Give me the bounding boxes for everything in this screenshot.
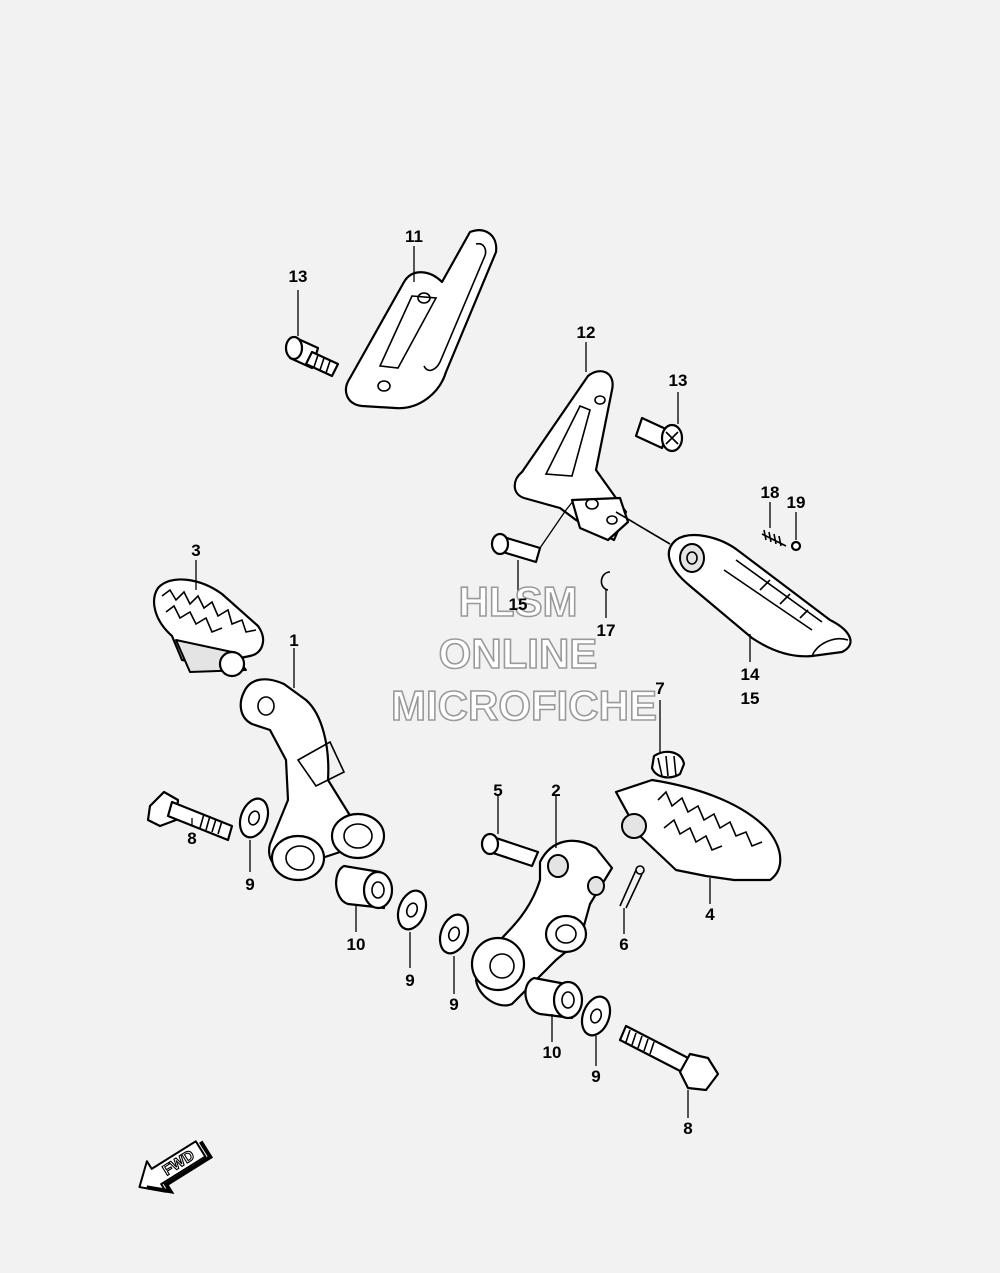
callout-10-left: 10 — [347, 935, 366, 954]
leader-lines — [191, 246, 797, 1118]
watermark: HLSM ONLINE MICROFICHE — [390, 577, 658, 730]
callout-10-right: 10 — [543, 1043, 562, 1062]
watermark-line-3: MICROFICHE — [391, 682, 657, 729]
bolt-13-upper — [284, 335, 340, 378]
spring-18 — [761, 529, 787, 547]
callout-9-mid: 9 — [405, 971, 414, 990]
callout-14: 14 — [741, 665, 760, 684]
bolt-13-right — [634, 416, 684, 453]
callout-5: 5 — [493, 781, 502, 800]
callout-1: 1 — [289, 631, 298, 650]
callout-13-right: 13 — [669, 371, 688, 390]
callout-16: 15 — [509, 595, 528, 614]
callout-12: 12 — [577, 323, 596, 342]
bolt-8-right — [618, 1024, 720, 1092]
pin-16 — [490, 532, 542, 564]
footrest-bracket-left — [239, 678, 386, 882]
washer-9-center — [438, 913, 470, 955]
footrest-bracket-lower-right — [470, 839, 614, 1007]
callout-15: 15 — [741, 689, 760, 708]
callout-9-center: 9 — [449, 995, 458, 1014]
footpeg-3 — [153, 578, 265, 678]
washer-9-left-1 — [238, 797, 270, 839]
footpeg-14-15 — [615, 511, 852, 658]
callout-18: 18 — [761, 483, 780, 502]
forward-direction-arrow: FWD — [138, 1140, 214, 1195]
washer-9-right — [580, 995, 612, 1037]
callout-2: 2 — [551, 781, 560, 800]
callout-4: 4 — [705, 905, 715, 924]
callout-19: 19 — [787, 493, 806, 512]
callout-17: 17 — [597, 621, 616, 640]
footrest-bracket-right — [513, 370, 630, 542]
pin-5 — [480, 832, 540, 868]
callout-7: 7 — [655, 679, 664, 698]
callout-labels: 11 13 12 13 18 19 3 15 17 1 14 15 7 5 2 … — [187, 227, 805, 1138]
watermark-line-2: ONLINE — [439, 630, 598, 677]
collar-10-left — [335, 864, 394, 910]
collar-10-right — [524, 976, 584, 1020]
heel-guard-plate — [344, 229, 498, 410]
washer-9-left-2 — [396, 889, 428, 931]
callout-3: 3 — [191, 541, 200, 560]
spring-7 — [650, 750, 686, 779]
watermark-line-1: HLSM — [459, 578, 578, 625]
callout-8-right: 8 — [683, 1119, 692, 1138]
clip-17 — [600, 571, 611, 591]
cotter-pin-6 — [619, 865, 645, 909]
callout-11: 11 — [405, 227, 423, 246]
bolt-8-left — [146, 790, 234, 842]
callout-9-right: 9 — [591, 1067, 600, 1086]
callout-9-left: 9 — [245, 875, 254, 894]
ball-19 — [790, 540, 802, 552]
callout-8-left: 8 — [187, 829, 196, 848]
footpeg-4 — [614, 778, 782, 882]
callout-13-upper: 13 — [289, 267, 308, 286]
callout-6: 6 — [619, 935, 628, 954]
